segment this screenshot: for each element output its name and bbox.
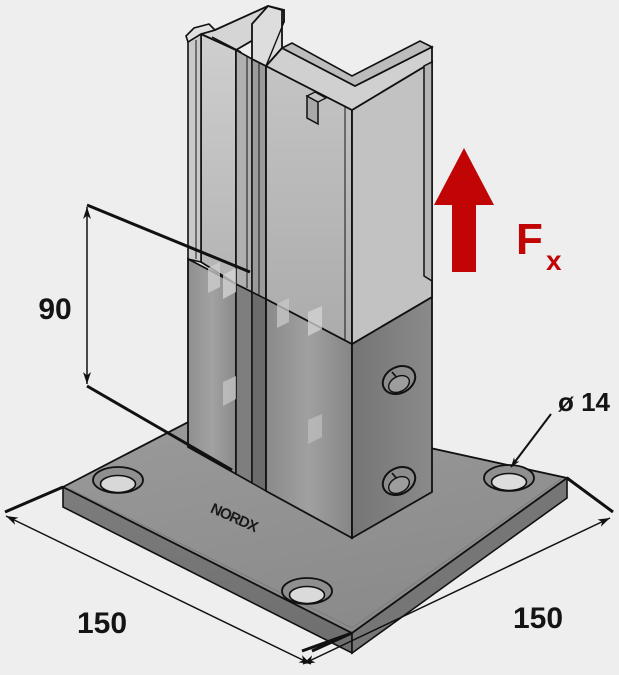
channel-inner-tab-top [305,91,328,103]
dimension-150-right: 150 [301,476,614,665]
plate-hole-front [281,577,333,605]
dim-150L-value: 150 [77,607,127,640]
left-channel-return [235,282,253,485]
dim-150R-value: 150 [513,602,563,635]
force-arrow-up [434,148,494,272]
dim-90-ext-top [86,203,251,274]
left-channel-mouth-lip [185,23,217,44]
flange-hole-upper [381,365,417,395]
left-mouth-inner-line [211,36,242,53]
force-label-main: F [516,215,543,264]
callout-hole-diameter: ø 14 [510,387,611,468]
left-channel-upper-return [235,48,253,294]
right-channel-upper-side [351,60,433,346]
dim-150R-line [302,517,611,665]
right-outer-lip [423,60,433,283]
channel-rib-lines [195,40,346,341]
dim-90-ext-bottom [86,384,233,472]
force-annotation: F x [434,148,562,276]
callout-leader-line [510,413,552,468]
channel-seam [251,290,267,493]
dim-150L-ext-a [4,485,64,514]
dim-150L-line [5,515,312,665]
dim-90-value: 90 [38,293,71,326]
callout-diameter-value: ø 14 [558,387,611,417]
channel-post [185,4,434,540]
plate-hole-left [92,466,144,494]
left-channel-upper-web [200,32,237,286]
left-channel-upper-lip [187,32,202,264]
web-slot-highlights [208,262,322,444]
flange-hole-lower [381,466,417,496]
dim-150R-ext-a [566,476,614,514]
plate-hole-right [483,464,535,492]
force-label-subscript: x [546,245,562,276]
right-channel-mouth-back [280,40,434,87]
back-lip-fold [265,5,285,67]
dimension-90: 90 [38,203,251,472]
